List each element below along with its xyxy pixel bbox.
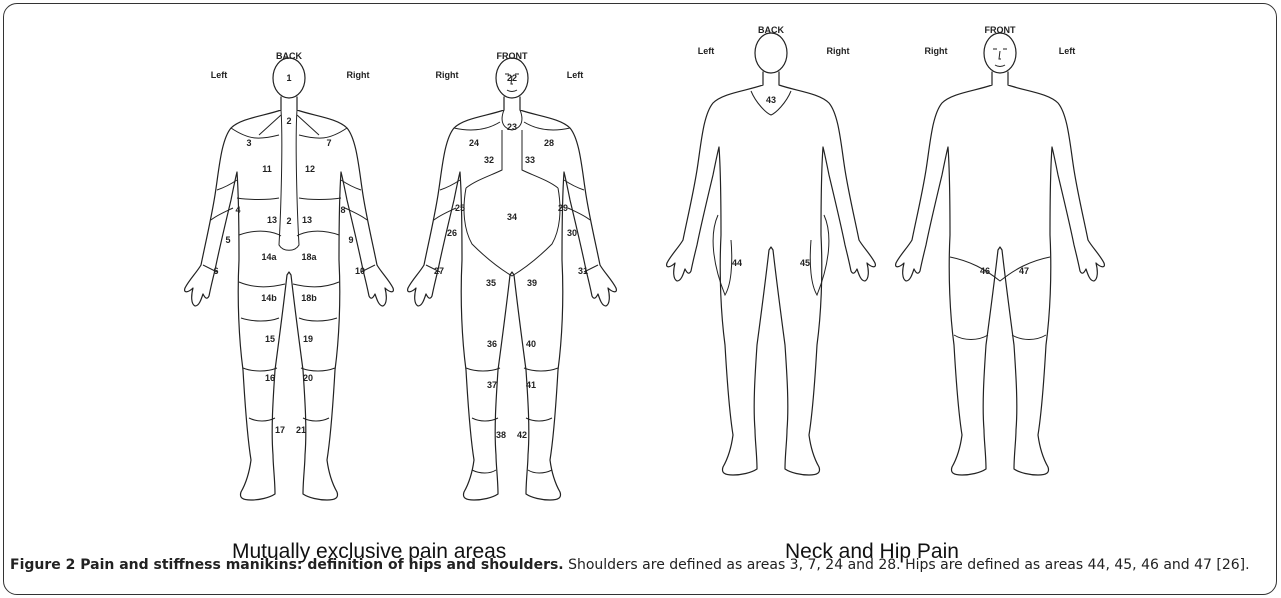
- area-number: 30: [567, 228, 577, 238]
- area-number: 10: [355, 266, 365, 276]
- area-number: 23: [507, 122, 517, 132]
- area-number: 28: [544, 138, 554, 148]
- area-number: 46: [980, 266, 990, 276]
- area-number: 1: [286, 73, 291, 83]
- area-number: 2: [286, 116, 291, 126]
- figure-caption: Figure 2 Pain and stiffness manikins: de…: [10, 555, 1272, 576]
- area-number: 8: [340, 205, 345, 215]
- area-number: 19: [303, 334, 313, 344]
- hip-back-right-label: Right: [827, 46, 850, 56]
- area-number: 36: [487, 339, 497, 349]
- hip-front-areas: [896, 33, 1105, 475]
- area-number: 15: [265, 334, 275, 344]
- area-number: 9: [348, 235, 353, 245]
- front-title: FRONT: [497, 51, 528, 61]
- area-number: 34: [507, 212, 517, 222]
- area-number: 26: [447, 228, 457, 238]
- area-number: 47: [1019, 266, 1029, 276]
- caption-label: Figure 2 Pain and stiffness manikins: de…: [10, 557, 564, 573]
- hip-front-title: FRONT: [985, 25, 1016, 35]
- area-number: 21: [296, 425, 306, 435]
- area-number: 5: [225, 235, 230, 245]
- area-number: 41: [526, 380, 536, 390]
- hip-back-left-label: Left: [698, 46, 715, 56]
- area-number: 24: [469, 138, 479, 148]
- area-number: 18a: [301, 252, 317, 262]
- area-number: 27: [434, 266, 444, 276]
- area-number: 13: [302, 215, 312, 225]
- area-number: 39: [527, 278, 537, 288]
- area-number: 14b: [261, 293, 277, 303]
- area-number: 32: [484, 155, 494, 165]
- back-title: BACK: [276, 51, 302, 61]
- area-number: 33: [525, 155, 535, 165]
- area-number: 16: [265, 373, 275, 383]
- back-left-label: Left: [211, 70, 228, 80]
- area-number: 42: [517, 430, 527, 440]
- area-number: 37: [487, 380, 497, 390]
- hip-front-right-label: Left: [1059, 46, 1076, 56]
- area-number: 40: [526, 339, 536, 349]
- area-number: 35: [486, 278, 496, 288]
- area-number: 12: [305, 164, 315, 174]
- area-number: 17: [275, 425, 285, 435]
- area-number: 14a: [261, 252, 277, 262]
- area-number: 6: [213, 266, 218, 276]
- caption-text: Shoulders are defined as areas 3, 7, 24 …: [564, 557, 1250, 573]
- area-number: 20: [303, 373, 313, 383]
- front-left-label: Right: [436, 70, 459, 80]
- back-right-label: Right: [347, 70, 370, 80]
- area-number: 45: [800, 258, 810, 268]
- area-number: 13: [267, 215, 277, 225]
- hip-front-left-label: Right: [925, 46, 948, 56]
- hip-back-title: BACK: [758, 25, 784, 35]
- area-number: 18b: [301, 293, 317, 303]
- area-number: 31: [578, 266, 588, 276]
- area-number: 3: [246, 138, 251, 148]
- area-number: 11: [262, 164, 272, 174]
- area-number: 2: [286, 216, 291, 226]
- area-number: 4: [235, 205, 240, 215]
- area-number: 22: [507, 73, 517, 83]
- area-number: 43: [766, 95, 776, 105]
- front-right-label: Left: [567, 70, 584, 80]
- area-number: 44: [732, 258, 742, 268]
- manikin-figure: BACK Left Right FRONT Right Left BACK Le…: [0, 0, 1281, 540]
- area-number: 25: [455, 203, 465, 213]
- area-number: 29: [558, 203, 568, 213]
- area-number: 38: [496, 430, 506, 440]
- area-number: 7: [326, 138, 331, 148]
